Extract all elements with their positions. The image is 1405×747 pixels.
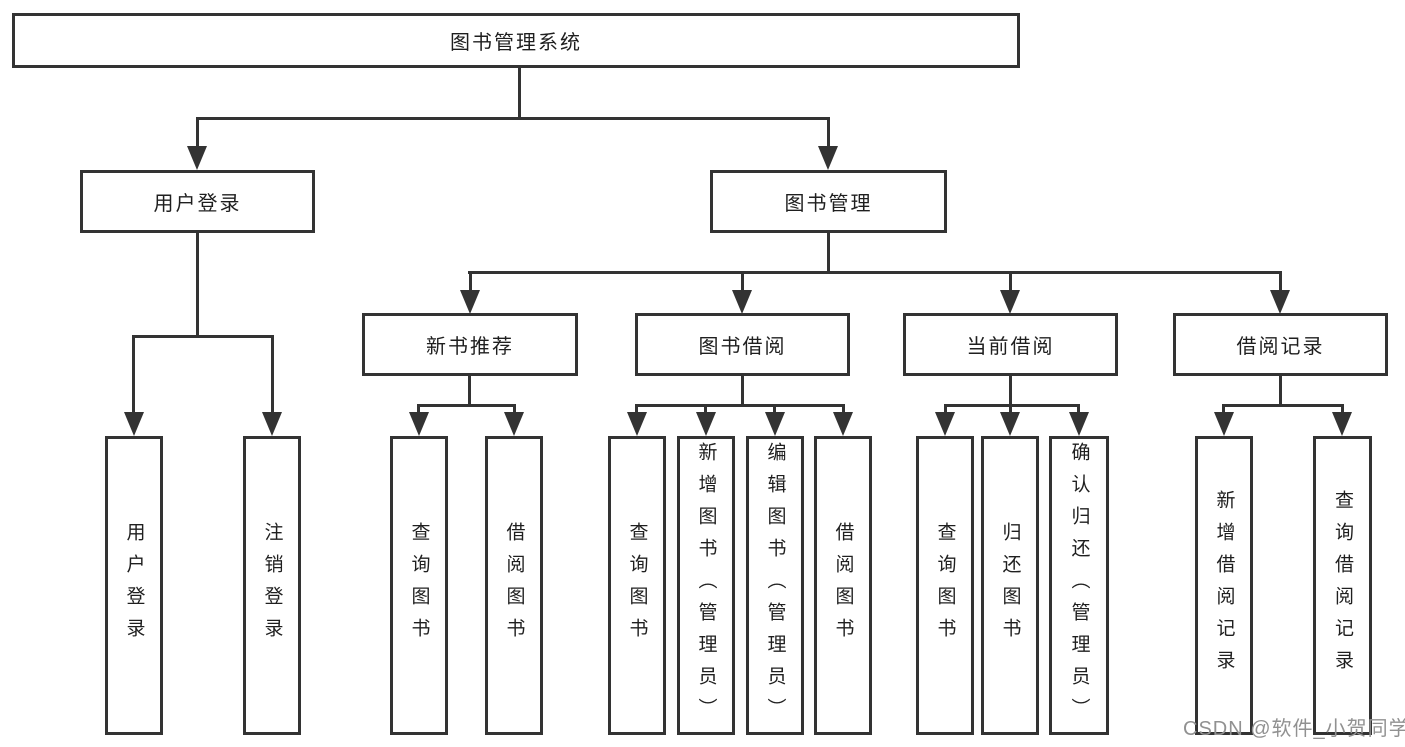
leaf-borrow-books-recommend: 借阅图书 [485, 436, 543, 735]
leaf-query-books-current: 查询图书 [916, 436, 974, 735]
connector-line [1341, 404, 1344, 416]
watermark: CSDN @软件_小贺同学 [1183, 718, 1405, 740]
connector-line [1279, 376, 1282, 407]
leaf-add-book-admin-label: 新增图书（管理员） [695, 441, 717, 730]
connector-line [1222, 404, 1344, 407]
leaf-query-books-borrowing: 查询图书 [608, 436, 666, 735]
node-library-system: 图书管理系统 [12, 13, 1020, 68]
connector-line [196, 117, 199, 149]
leaf-edit-book-admin: 编辑图书（管理员） [746, 436, 804, 735]
node-new-book-recommendation: 新书推荐 [362, 313, 578, 376]
node-book-borrowing-label: 图书借阅 [698, 336, 787, 358]
connector-line [773, 404, 776, 416]
connector-line [1009, 404, 1012, 416]
node-user-login-label: 用户登录 [153, 193, 242, 215]
leaf-query-books-borrowing-label: 查询图书 [626, 521, 648, 650]
connector-line [944, 404, 1080, 407]
node-book-borrowing: 图书借阅 [635, 313, 850, 376]
connector-arrow [732, 290, 752, 314]
leaf-borrow-books-recommend-label: 借阅图书 [503, 521, 525, 650]
connector-arrow [187, 146, 207, 170]
connector-line [469, 271, 472, 291]
connector-line [704, 404, 707, 416]
connector-arrow [627, 412, 647, 436]
leaf-add-borrow-record-label: 新增借阅记录 [1213, 489, 1235, 682]
node-borrowing-records-label: 借阅记录 [1236, 336, 1325, 358]
leaf-query-books-recommend: 查询图书 [390, 436, 448, 735]
node-new-book-recommendation-label: 新书推荐 [426, 336, 514, 358]
leaf-borrow-books-borrowing: 借阅图书 [814, 436, 872, 735]
connector-line [741, 271, 744, 291]
connector-arrow [696, 412, 716, 436]
connector-line [842, 404, 845, 416]
leaf-return-book: 归还图书 [981, 436, 1039, 735]
connector-line [513, 404, 516, 416]
leaf-user-login: 用户登录 [105, 436, 163, 735]
connector-line [1077, 404, 1080, 416]
leaf-user-login-label: 用户登录 [123, 521, 145, 650]
connector-arrow [1214, 412, 1234, 436]
leaf-logout-label: 注销登录 [261, 521, 283, 650]
node-current-borrowing-label: 当前借阅 [966, 336, 1055, 358]
leaf-confirm-return-admin-label: 确认归还（管理员） [1068, 441, 1090, 730]
node-book-management: 图书管理 [710, 170, 947, 233]
connector-arrow [262, 412, 282, 436]
connector-line [132, 335, 135, 415]
leaf-edit-book-admin-label: 编辑图书（管理员） [764, 441, 786, 730]
connector-line [271, 335, 274, 415]
leaf-borrow-books-borrowing-label: 借阅图书 [832, 521, 854, 650]
connector-arrow [1000, 290, 1020, 314]
connector-line [1009, 376, 1012, 407]
connector-line [468, 271, 1282, 274]
connector-line [518, 68, 521, 118]
leaf-query-books-current-label: 查询图书 [934, 521, 956, 650]
connector-line [827, 117, 830, 149]
leaf-add-borrow-record: 新增借阅记录 [1195, 436, 1253, 735]
leaf-logout: 注销登录 [243, 436, 301, 735]
connector-line [944, 404, 947, 416]
connector-line [827, 233, 830, 273]
connector-line [741, 376, 744, 407]
connector-line [196, 233, 199, 336]
connector-line [417, 404, 516, 407]
connector-line [468, 376, 471, 407]
leaf-add-book-admin: 新增图书（管理员） [677, 436, 735, 735]
connector-arrow [1332, 412, 1352, 436]
connector-arrow [935, 412, 955, 436]
connector-arrow [1069, 412, 1089, 436]
connector-arrow [1270, 290, 1290, 314]
connector-arrow [460, 290, 480, 314]
connector-arrow [124, 412, 144, 436]
node-current-borrowing: 当前借阅 [903, 313, 1118, 376]
node-user-login: 用户登录 [80, 170, 315, 233]
leaf-confirm-return-admin: 确认归还（管理员） [1049, 436, 1109, 735]
connector-arrow [818, 146, 838, 170]
connector-arrow [1000, 412, 1020, 436]
connector-line [1279, 271, 1282, 291]
node-library-system-label: 图书管理系统 [450, 32, 582, 54]
leaf-return-book-label: 归还图书 [999, 521, 1021, 650]
connector-line [1222, 404, 1225, 416]
node-borrowing-records: 借阅记录 [1173, 313, 1388, 376]
node-book-management-label: 图书管理 [784, 193, 873, 215]
connector-line [635, 404, 845, 407]
connector-line [417, 404, 420, 416]
connector-arrow [409, 412, 429, 436]
connector-arrow [504, 412, 524, 436]
connector-line [132, 335, 274, 338]
connector-arrow [833, 412, 853, 436]
connector-line [196, 117, 830, 120]
leaf-query-books-recommend-label: 查询图书 [408, 521, 430, 650]
connector-line [1009, 271, 1012, 291]
connector-arrow [765, 412, 785, 436]
leaf-query-borrow-record: 查询借阅记录 [1313, 436, 1372, 735]
leaf-query-borrow-record-label: 查询借阅记录 [1332, 489, 1353, 682]
connector-line [635, 404, 638, 416]
